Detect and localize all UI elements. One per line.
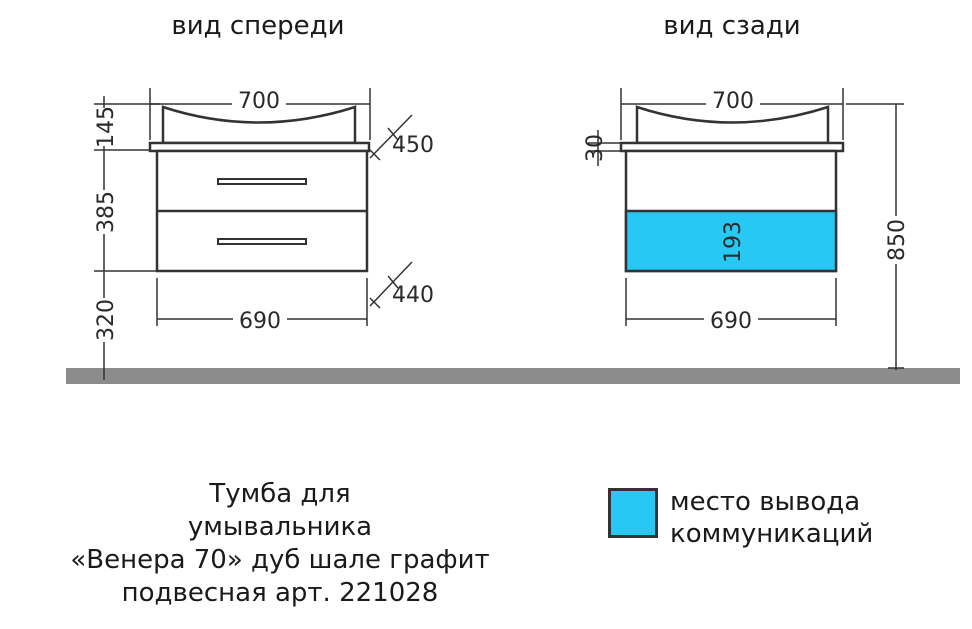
back-total-height-label: 850 (885, 219, 910, 261)
caption-line-3: «Венера 70» дуб шале графит (70, 545, 490, 575)
legend-swatch (608, 488, 658, 538)
front-depth-bottom-label: 440 (392, 283, 434, 308)
back-counter-thickness-label: 30 (583, 134, 608, 162)
product-caption: Тумба для умывальника «Венера 70» дуб ша… (0, 478, 560, 610)
legend-text: место вывода коммуникаций (670, 486, 873, 550)
front-wall-gap-label: 320 (94, 299, 119, 341)
back-view-title: вид сзади (663, 11, 800, 41)
front-sink (161, 105, 357, 145)
legend-label-line-1: место вывода (670, 487, 861, 517)
back-view (619, 105, 845, 273)
back-zone-height-label: 193 (721, 221, 746, 263)
back-bottom-width-label: 690 (710, 309, 752, 334)
caption-line-1: Тумба для (209, 479, 351, 509)
back-sink (635, 105, 830, 145)
legend: место вывода коммуникаций (608, 486, 873, 550)
front-view (148, 105, 371, 273)
front-top-width-label: 700 (238, 89, 280, 114)
front-depth-top-dim (369, 114, 413, 161)
drawer-handle-bottom (217, 238, 307, 245)
front-view-title: вид спереди (171, 11, 344, 41)
back-counter-thickness-dim (588, 130, 621, 166)
front-depth-bottom-dim (369, 261, 413, 309)
caption-line-2: умывальника (187, 512, 373, 542)
back-top-width-label: 700 (712, 89, 754, 114)
legend-label-line-2: коммуникаций (670, 519, 874, 549)
front-depth-top-label: 450 (392, 133, 434, 158)
caption-line-4: подвесная арт. 221028 (121, 578, 439, 608)
front-sink-height-label: 145 (94, 106, 119, 148)
communications-zone (624, 209, 838, 273)
front-bottom-width-label: 690 (239, 309, 281, 334)
drawer-handle-top (217, 178, 307, 185)
floor-line (66, 368, 960, 384)
front-body-height-label: 385 (94, 191, 119, 233)
